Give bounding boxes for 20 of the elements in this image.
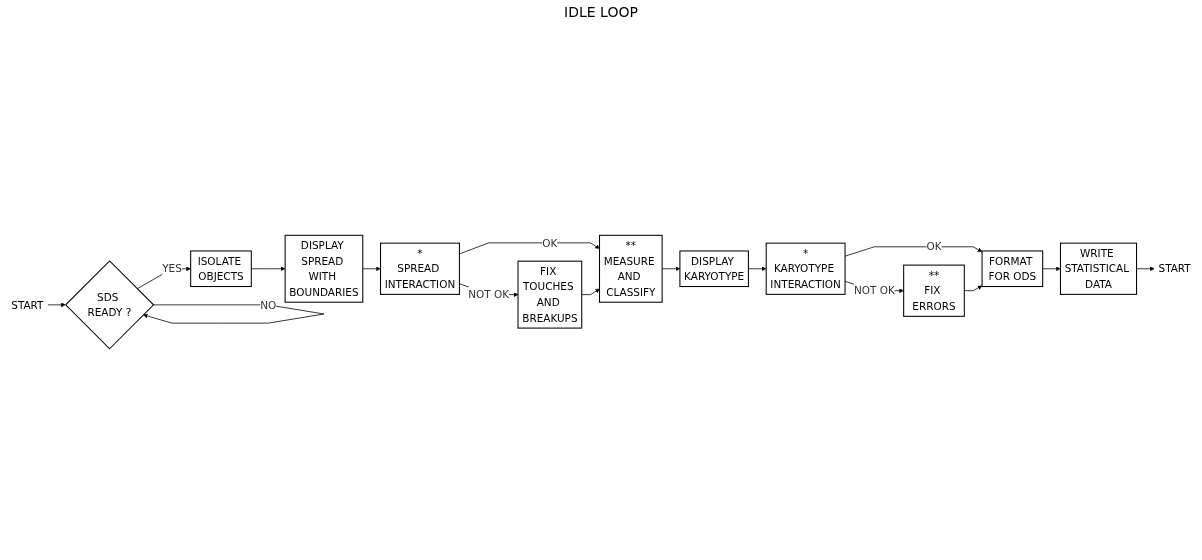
edge-label: NOT OK: [853, 284, 895, 298]
edge-label: NO: [260, 298, 277, 312]
edge-label: OK: [542, 236, 558, 250]
node-text: START: [1158, 262, 1191, 276]
edge-label: YES: [162, 262, 182, 276]
node-box: FORMAT FOR ODS: [981, 250, 1044, 288]
note-label: IDLE LOOP: [564, 4, 638, 20]
node-box: FIX TOUCHES AND BREAKUPS: [517, 260, 583, 329]
node-box: ISOLATE OBJECTS: [190, 250, 252, 288]
node-box: ** FIX ERRORS: [903, 264, 965, 317]
node-box: WRITE STATISTICAL DATA: [1059, 242, 1138, 295]
edge-label: NOT OK: [468, 288, 510, 301]
edge-label: OK: [926, 240, 942, 254]
node-box: DISPLAY KARYOTYPE: [679, 250, 749, 288]
node-box: * SPREAD INTERACTION: [380, 242, 460, 295]
node-box: DISPLAY SPREAD WITH BOUNDARIES: [284, 234, 364, 303]
node-text: START: [11, 298, 44, 312]
node-diamond: SDS READY ?: [64, 260, 155, 350]
node-box: * KARYOTYPE INTERACTION: [765, 242, 846, 295]
node-box: ** MEASURE AND CLASSIFY: [599, 234, 663, 303]
